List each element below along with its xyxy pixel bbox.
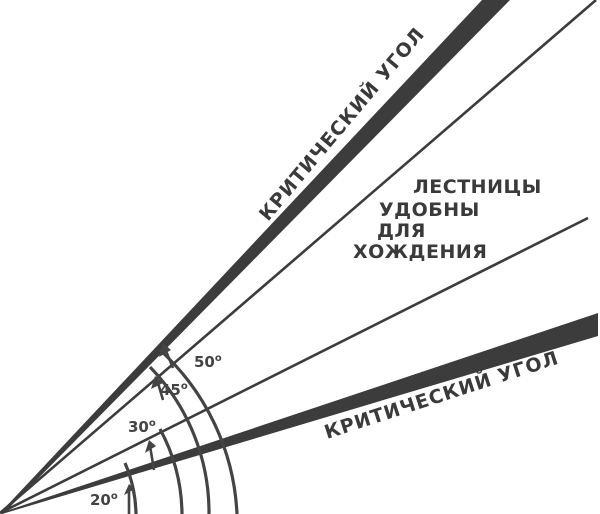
comfort-line-4: ХОЖДЕНИЯ xyxy=(353,241,487,263)
arrow-50 xyxy=(159,343,175,369)
angle-label-20: 20o xyxy=(90,491,118,509)
comfort-line-1: ЛЕСТНИЦЫ xyxy=(413,176,542,198)
comfort-line-3: ДЛЯ xyxy=(377,220,426,242)
upper-critical-ray xyxy=(0,0,510,514)
arrow-20 xyxy=(124,484,135,514)
angle-label-50: 50o xyxy=(194,353,222,371)
comfort-line-2: УДОБНЫ xyxy=(379,199,480,221)
arrow-30 xyxy=(145,440,156,471)
angle-label-30: 30o xyxy=(128,418,156,436)
arc-50 xyxy=(158,348,239,514)
lower-critical-ray xyxy=(0,313,598,514)
arc-30 xyxy=(158,428,184,514)
arrow-45 xyxy=(151,376,165,401)
upper-critical-label: КРИТИЧЕСКИЙ УГОЛ xyxy=(254,23,429,226)
arc-45 xyxy=(148,365,211,514)
lower-comfort-ray xyxy=(0,216,589,514)
comfort-zone-label: ЛЕСТНИЦЫ УДОБНЫ ДЛЯ ХОЖДЕНИЯ xyxy=(353,176,542,263)
angle-label-45: 45o xyxy=(160,381,188,399)
